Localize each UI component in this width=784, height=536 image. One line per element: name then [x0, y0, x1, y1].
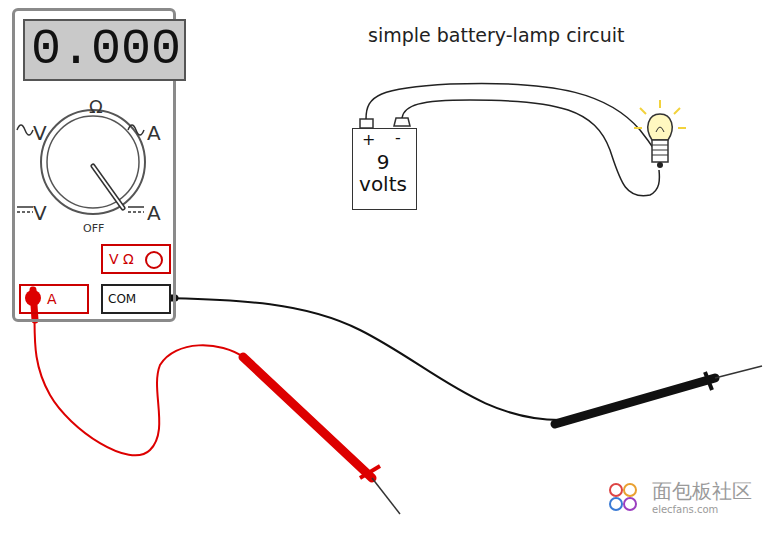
battery: + - 9 volts	[352, 128, 417, 210]
ac-symbol	[128, 125, 144, 135]
off-label: OFF	[83, 223, 104, 235]
black-probe-tip	[715, 366, 762, 378]
vohm-jack-label: V Ω	[109, 252, 134, 267]
ohm-label: Ω	[89, 97, 103, 117]
black-probe	[555, 378, 715, 424]
ac-symbol	[17, 125, 33, 135]
vohm-jack-box: V Ω	[101, 244, 171, 274]
negative-sign: -	[395, 129, 401, 147]
amp-ac-label: A	[147, 122, 161, 144]
dc-symbol	[128, 207, 144, 212]
lcd-display: 0.000	[23, 19, 186, 81]
dial-ring	[41, 110, 145, 214]
red-probe-guard	[360, 466, 380, 478]
black-probe-guard	[705, 372, 712, 390]
volt-ac-label: V	[33, 122, 47, 144]
watermark-logo	[610, 484, 636, 510]
volt-dc-label: V	[33, 202, 47, 224]
watermark-url: elecfans.com	[652, 504, 718, 515]
red-probe-tip	[372, 478, 400, 514]
display-reading: 0.000	[31, 22, 181, 77]
dial-pointer	[93, 166, 123, 208]
red-lead-wire	[34, 300, 245, 455]
multimeter-body: ΩVAVAOFF0.000V ΩACOM	[12, 8, 176, 322]
vohm-jack	[146, 252, 162, 268]
com-jack-label: COM	[108, 293, 136, 306]
positive-sign: +	[362, 131, 375, 149]
watermark-text: 面包板社区	[652, 478, 752, 505]
a-jack-box: A	[19, 284, 89, 314]
dial-pointer-highlight	[93, 166, 123, 208]
dc-symbol	[17, 207, 33, 212]
com-jack-box: COM	[101, 284, 171, 314]
diagram-title: simple battery-lamp circuit	[368, 24, 625, 46]
dial-knob	[47, 116, 139, 208]
a-jack-label: A	[47, 292, 57, 307]
a-jack-plug	[25, 290, 41, 306]
positive-terminal	[360, 119, 373, 128]
red-probe	[243, 357, 372, 478]
black-lead-wire	[160, 298, 560, 420]
negative-terminal	[394, 118, 410, 126]
lamp	[634, 100, 686, 168]
battery-voltage: 9 volts	[353, 151, 413, 195]
circuit-wire	[402, 100, 659, 196]
amp-dc-label: A	[147, 202, 161, 224]
